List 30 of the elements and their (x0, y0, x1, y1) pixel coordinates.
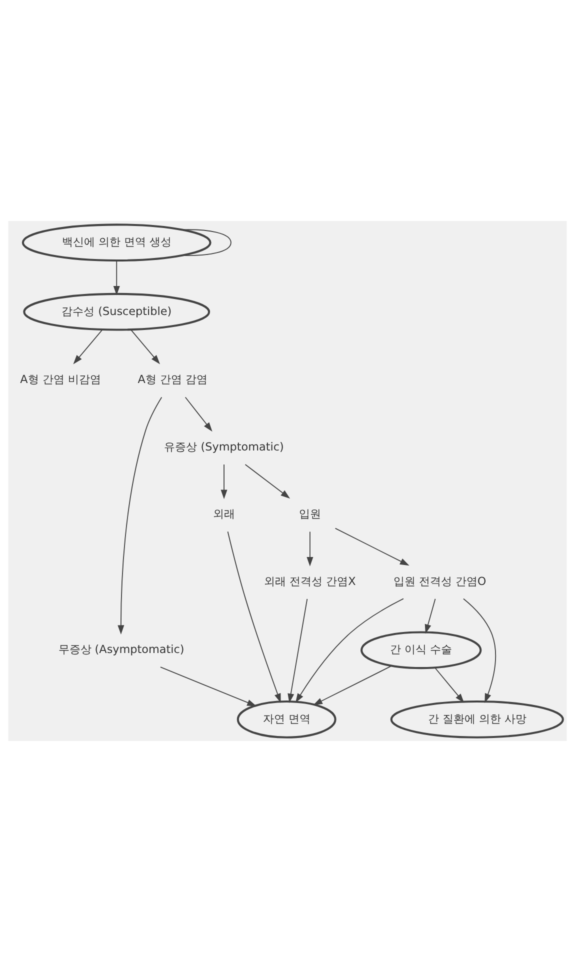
arrow (227, 531, 281, 703)
arrow (296, 598, 404, 703)
node-ellipse: 감수성 (Susceptible) (23, 292, 210, 331)
node-text: A형 간염 비감염 (20, 373, 101, 386)
arrow (73, 329, 103, 364)
arrow (220, 464, 228, 500)
node-ellipse: 간 질환에 의한 사망 (390, 700, 564, 738)
arrow (306, 531, 314, 566)
arrow (334, 528, 410, 566)
arrow (424, 598, 436, 634)
node-text: 외래 전격성 간염X (264, 574, 356, 588)
arrow (130, 329, 160, 364)
node-ellipse: 백신에 의한 면역 생성 (22, 224, 212, 262)
node-text: A형 간염 감염 (138, 373, 208, 386)
arrow (184, 396, 212, 432)
arrow (244, 464, 290, 499)
arrow (113, 260, 120, 296)
arrow (160, 666, 256, 706)
node-text: 입원 전격성 간염O (393, 574, 486, 588)
node-text: 유증상 (Symptomatic) (164, 440, 284, 454)
arrow (434, 667, 464, 703)
arrow (313, 665, 392, 706)
arrow (288, 598, 308, 703)
node-text: 외래 (213, 508, 236, 521)
connector (181, 229, 232, 256)
arrow (118, 396, 162, 635)
arrow (463, 598, 496, 703)
node-ellipse: 간 이식 수술 (360, 631, 482, 670)
node-text: 무증상 (Asymptomatic) (58, 643, 184, 656)
node-text: 입원 (298, 508, 321, 521)
